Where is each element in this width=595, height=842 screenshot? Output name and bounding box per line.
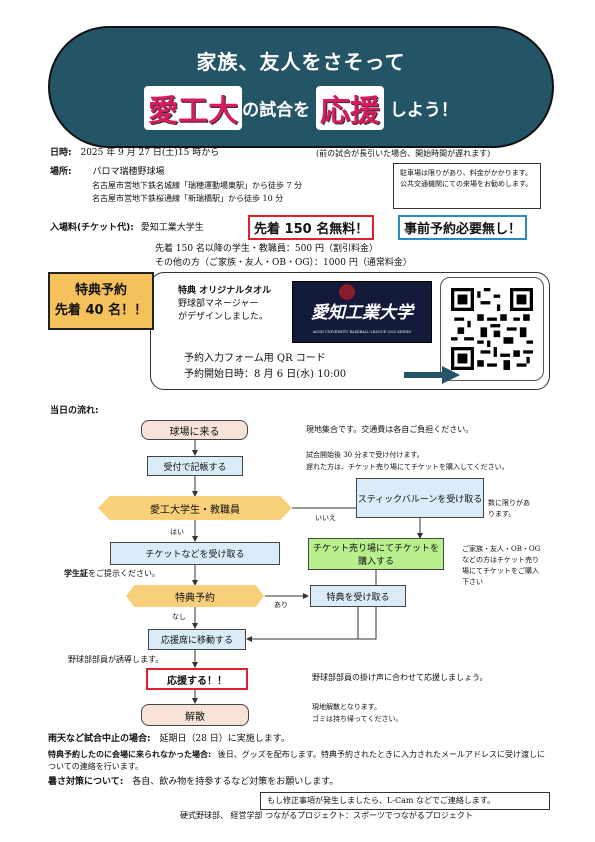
qr-label: 予約入力フォーム用 QR コード [184, 353, 326, 364]
access-line-1: 名古屋市営地下鉄名城線「瑞穂運動場東駅」から徒歩 7 分 [92, 181, 303, 190]
flow-step-receive-note-text: をご提示ください。 [88, 569, 160, 578]
flow-step-dismiss-note-1: 現地解散となります。 [312, 703, 382, 711]
fee-row: 入場料(チケット代): 愛知工業大学生 [50, 222, 204, 235]
flow-step-buy-ticket: チケット売り場にてチケットを購入する [308, 538, 444, 570]
flow-label-yes: はい [170, 528, 184, 536]
fee-noreserve-badge: 事前予約必要無し！ [398, 215, 528, 240]
flow-step-dismiss: 解散 [141, 704, 249, 726]
towel-small-text: AICHI UNIVERSITY BASEBALL LEAGUE 2025 KE… [312, 330, 412, 334]
heat-row: 暑さ対策について: 各自、飲み物を持参するなど対策をお願いします。 [48, 776, 338, 789]
flow-step-register: 受付で記帳する [147, 456, 243, 476]
header-title: 家族、友人をさそって [196, 50, 406, 74]
qr-frame [440, 277, 544, 381]
special-badge-line1: 特典予約 [74, 283, 127, 298]
flow-step-dismiss-note-2: ゴミは持ち帰ってください。 [312, 715, 403, 723]
flow-step-buy-ticket-note: ご家族・友人・OB・OG などの方はチケット売り場にてチケットをご購入下さい [462, 545, 541, 586]
special-desc-2: がデザインしました。 [178, 312, 269, 322]
highlight-aikodai: 愛工大 [144, 86, 243, 130]
fee-line-3: その他の方（ご家族・友人・OB・OG）：1000 円（通常料金） [155, 258, 412, 268]
flow-decision-student: 愛工大学生・教職員 [98, 496, 292, 520]
fee-line-2: 先着 150 名以降の学生・教職員：500 円（割引料金） [155, 244, 378, 254]
place-name: パロマ瑞穂野球場 [92, 167, 165, 177]
date-note: (前の試合が長引いた場合、開始時間が遅れます) [316, 149, 491, 158]
flow-step-balloon: スティックバルーンを受け取る [356, 478, 484, 518]
flow-step-receive-note-bold: 学生証 [64, 569, 88, 578]
flow-decision-special: 特典予約 [126, 585, 264, 607]
flow-step-receive-gift: 特典を受け取る [310, 585, 406, 607]
parking-note: 駐車場は限りがあり、料金がかかります。公共交通機関にての来場をお勧めします。 [393, 163, 541, 209]
flow-step-arrive: 球場に来る [141, 420, 248, 440]
flow-step-register-note-2: 遅れた方は、チケット売り場にてチケットを購入してください。 [306, 463, 509, 471]
arrow-right-icon [404, 366, 460, 384]
fee-free-badge: 先着 150 名無料！ [248, 215, 375, 240]
special-badge: 特典予約 先着 40 名！！ [48, 272, 154, 330]
flow-label-nashi: なし [172, 613, 186, 621]
rain-text: 延期日（28 日）に実施します。 [159, 734, 290, 744]
heat-text: 各自、飲み物を持参するなど対策をお願いします。 [132, 777, 339, 787]
place-label: 場所: [50, 167, 72, 177]
flow-step-arrive-note: 現地集合です。交通費は各自ご負担ください。 [306, 425, 474, 434]
flow-title: 当日の流れ: [50, 406, 99, 416]
flow-step-receive-note: 学生証をご提示ください。 [64, 568, 160, 580]
towel-crest [339, 284, 355, 300]
flow-step-move-seat-note: 野球部部員が誘導します。 [68, 655, 164, 664]
place-row: 場所: パロマ瑞穂野球場 [50, 166, 165, 179]
organizer: 硬式野球部、 経営学部 つながるプロジェクト：スポーツでつながるプロジェクト [180, 811, 473, 820]
header-banner: 家族、友人をさそって 愛工大の試合を 応援 しよう！ [48, 26, 554, 148]
missed-text: 後日、グッズを配布します。特典予約されたときに入力されたメールアドレスに受け渡し… [48, 750, 545, 771]
missed-label: 特典予約したのに会場に来られなかった場合: [48, 750, 212, 759]
rain-label: 雨天など試合中止の場合: [48, 734, 151, 744]
date-value: 2025 年 9 月 27 日(土)15 時から [80, 148, 220, 158]
flow-label-no: いいえ [315, 514, 336, 522]
special-title: 特典 オリジナルタオル [178, 286, 272, 296]
flow-step-receive-ticket: チケットなどを受け取る [110, 542, 280, 565]
special-desc-1: 野球部マネージャー [178, 299, 259, 309]
flow-step-cheer-note: 野球部部員の掛け声に合わせて応援しましょう。 [312, 673, 488, 682]
flow-step-cheer: 応援する！！ [146, 668, 248, 690]
reserve-start: 予約開始日時：8 月 6 日(水) 10:00 [184, 369, 347, 380]
contact-note: もし修正事項が発生しましたら、L-Cam などでご連絡します。 [260, 792, 550, 810]
flow-label-ari: あり [274, 601, 288, 609]
header-end: しよう！ [389, 100, 458, 121]
heat-label: 暑さ対策について: [48, 777, 124, 787]
header-subtitle: 愛工大の試合を 応援 しよう！ [50, 86, 552, 130]
fee-target: 愛知工業大学生 [140, 223, 204, 233]
special-badge-line2: 先着 40 名！！ [54, 303, 148, 318]
fee-label: 入場料(チケット代): [50, 223, 134, 233]
rain-row: 雨天など試合中止の場合: 延期日（28 日）に実施します。 [48, 733, 290, 746]
special-frame [150, 272, 550, 390]
qr-code-icon[interactable] [451, 288, 533, 370]
flow-step-balloon-note: 数に限りがあります。 [488, 499, 530, 518]
towel-text: 愛知工業大学 [311, 303, 413, 323]
header-mid: の試合を [242, 100, 311, 121]
flow-step-register-note-1: 試合開始後 30 分まで受け付けます。 [306, 451, 424, 459]
flow-step-move-seat: 応援席に移動する [148, 629, 246, 650]
missed-row: 特典予約したのに会場に来られなかった場合: 後日、グッズを配布します。特典予約さ… [48, 749, 548, 773]
date-label: 日時: [50, 148, 72, 158]
highlight-ouen: 応援 [316, 86, 384, 130]
towel-image: 愛知工業大学 AICHI UNIVERSITY BASEBALL LEAGUE … [292, 281, 432, 343]
access-line-2: 名古屋市営地下鉄桜通線「新瑞橋駅」から徒歩 10 分 [92, 194, 284, 203]
date-row: 日時: 2025 年 9 月 27 日(土)15 時から [50, 147, 219, 160]
